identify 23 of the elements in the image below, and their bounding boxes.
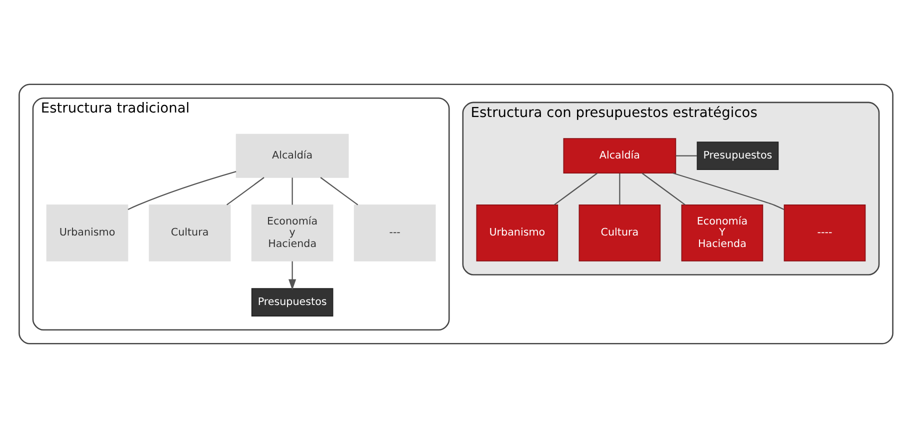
connector [320,176,358,205]
connector [642,172,686,205]
connector [226,176,264,205]
node-box: Alcaldía [563,138,676,173]
connector [619,172,620,204]
node-box: Cultura [578,204,661,261]
node-box: Cultura [148,204,231,261]
node-box: Urbanismo [46,204,128,261]
connector [672,172,784,210]
node-box: Economía y Hacienda [251,204,334,261]
connector [292,177,293,204]
node-box: Presupuestos [251,288,334,316]
connector [554,172,598,205]
cluster [18,83,894,344]
connector [676,154,698,156]
connector [128,170,236,210]
node-box: Presupuestos [696,141,779,170]
node-box: Economía Y Hacienda [681,204,764,261]
node-box: ---- [784,204,866,261]
node-box: --- [354,204,436,261]
node-box: Alcaldía [236,133,349,178]
arrow [288,260,296,290]
node-box: Urbanismo [476,204,558,261]
